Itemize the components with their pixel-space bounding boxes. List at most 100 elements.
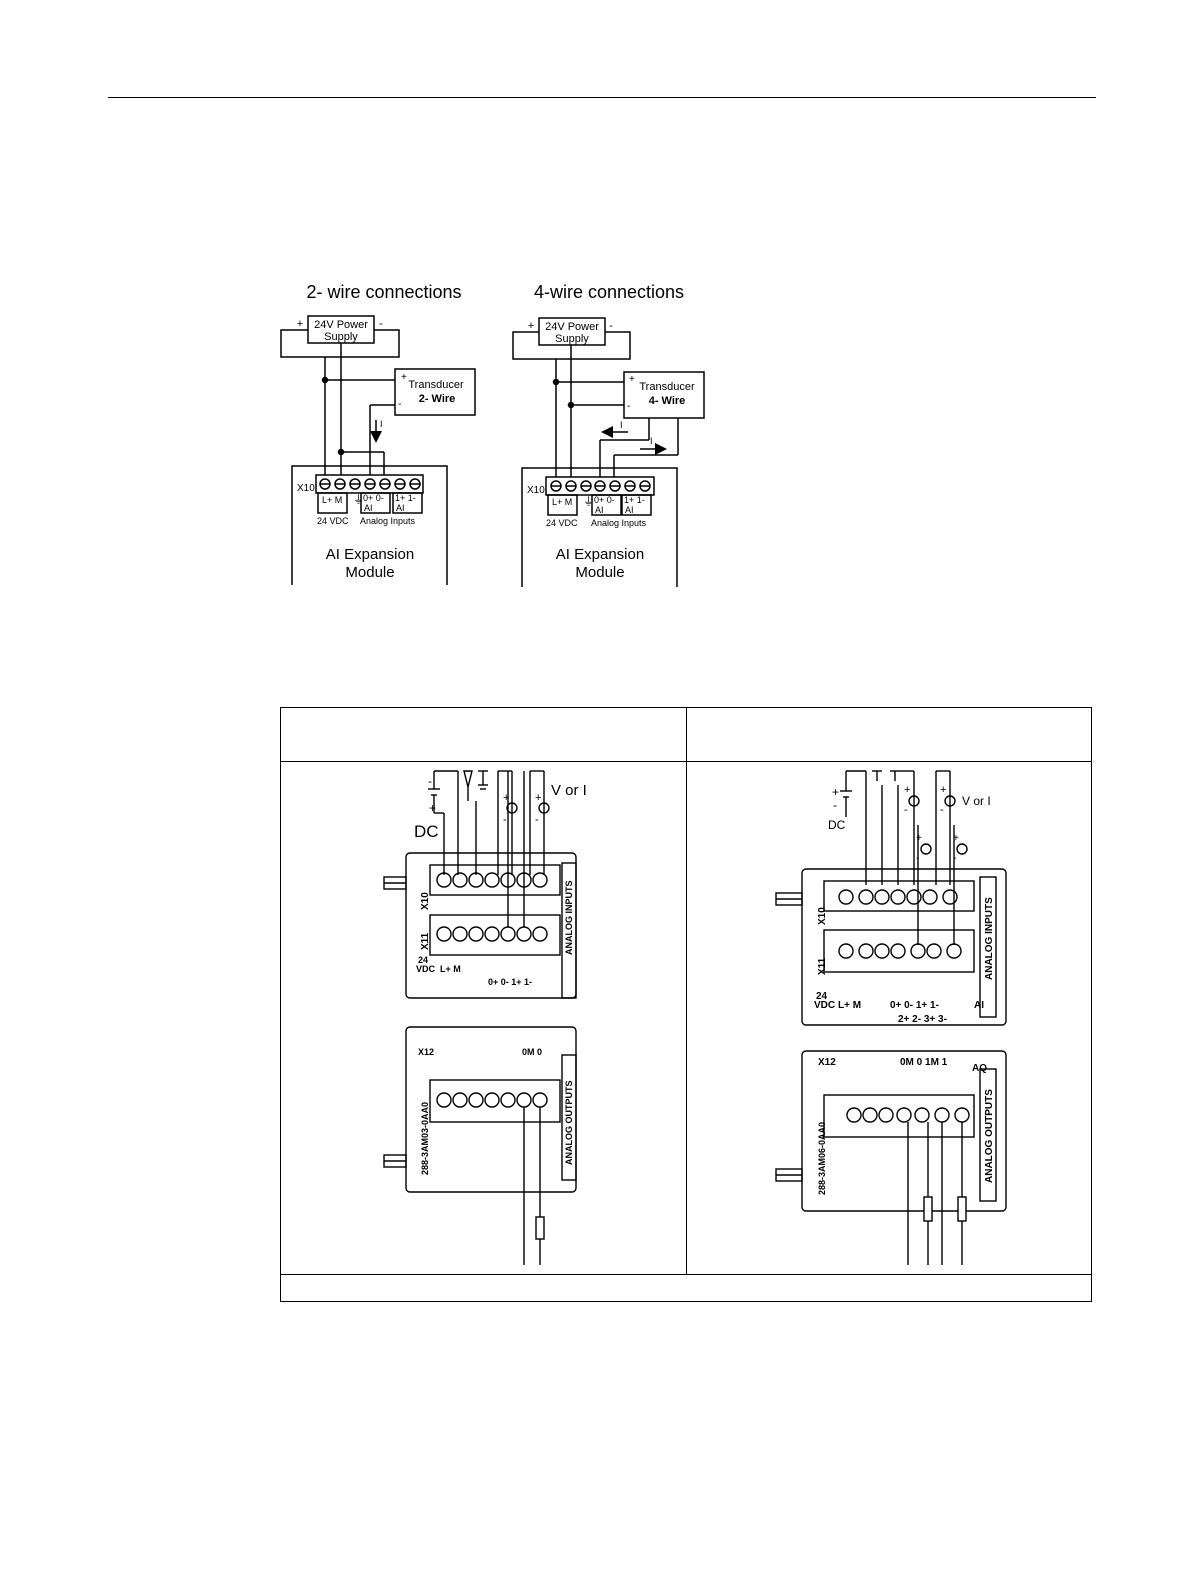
svg-text:I: I xyxy=(380,419,383,429)
svg-text:+: + xyxy=(503,792,509,804)
module-b-analog-inputs: ANALOG INPUTS xyxy=(984,897,995,980)
module-b-wiring-drawing: + - DC + - + - V or I + - + - xyxy=(775,770,1007,1265)
svg-text:-: - xyxy=(609,320,613,332)
left-supply-line2: Supply xyxy=(324,331,358,343)
svg-text:+: + xyxy=(401,372,407,383)
svg-text:24 VDC: 24 VDC xyxy=(317,516,349,526)
left-module-line1: AI Expansion xyxy=(326,546,414,563)
module-b-x12-screws xyxy=(846,1107,970,1123)
svg-text:AI Expansion: AI Expansion xyxy=(556,546,644,563)
svg-text:AI: AI xyxy=(974,1000,984,1011)
svg-text:-: - xyxy=(379,318,383,330)
module-a-analog-outputs: ANALOG OUTPUTS xyxy=(564,1081,574,1166)
svg-text:L+ M: L+ M xyxy=(552,497,572,507)
svg-text:X10: X10 xyxy=(527,485,545,496)
module-b-analog-outputs: ANALOG OUTPUTS xyxy=(984,1089,995,1183)
svg-text:X11: X11 xyxy=(817,957,828,975)
left-module-line2: Module xyxy=(345,564,394,581)
module-b-v-or-i: V or I xyxy=(962,794,991,808)
svg-text:+: + xyxy=(940,784,946,796)
module-a-wiring-drawing: - + DC + - + - V or I xyxy=(383,770,587,1265)
svg-text:AI: AI xyxy=(364,503,373,513)
svg-text:⏚: ⏚ xyxy=(583,495,594,508)
left-transducer-line2: 2- Wire xyxy=(419,393,456,405)
svg-text:Transducer: Transducer xyxy=(639,381,695,393)
module-a-dc-label: DC xyxy=(414,822,439,841)
svg-text:AI: AI xyxy=(396,503,405,513)
svg-text:+: + xyxy=(832,785,839,799)
svg-text:AI: AI xyxy=(625,505,634,515)
svg-text:0M 0 1M 1: 0M 0 1M 1 xyxy=(900,1057,948,1068)
svg-text:+: + xyxy=(953,833,959,844)
module-a-v-or-i: V or I xyxy=(551,782,587,799)
wiring-diagram-figure: 2- wire connections 24V Power Supply + -… xyxy=(280,282,705,587)
svg-text:X11: X11 xyxy=(420,932,431,950)
svg-text:X12: X12 xyxy=(818,1057,836,1068)
svg-text:+: + xyxy=(535,792,541,804)
svg-text:-: - xyxy=(503,814,507,826)
svg-text:-: - xyxy=(535,814,539,826)
svg-text:-: - xyxy=(398,399,401,410)
svg-text:1+ 1-: 1+ 1- xyxy=(624,495,645,505)
svg-text:X10: X10 xyxy=(817,907,828,925)
svg-text:Analog Inputs: Analog Inputs xyxy=(360,516,416,526)
two-wire-title: 2- wire connections xyxy=(306,282,461,302)
module-a-x11-screws xyxy=(436,926,548,942)
right-terminal-screws xyxy=(550,480,651,492)
page-header-rule xyxy=(108,97,1096,98)
left-transducer-line1: Transducer xyxy=(408,379,464,391)
svg-text:VDC: VDC xyxy=(416,964,436,974)
svg-text:24V Power: 24V Power xyxy=(545,321,599,333)
svg-text:0+ 0-: 0+ 0- xyxy=(363,493,384,503)
module-a-x12-screws xyxy=(436,1092,548,1108)
table-header-divider xyxy=(280,761,1092,762)
svg-text:-: - xyxy=(627,401,630,412)
svg-text:-: - xyxy=(940,804,944,816)
svg-text:-: - xyxy=(428,774,432,788)
table-footer-divider xyxy=(280,1274,1092,1275)
svg-text:-: - xyxy=(953,853,956,864)
svg-text:X12: X12 xyxy=(418,1047,434,1057)
svg-text:24: 24 xyxy=(418,955,428,965)
svg-text:I: I xyxy=(650,436,653,446)
svg-text:1+ 1-: 1+ 1- xyxy=(395,493,416,503)
module-b-x11-screws xyxy=(838,943,962,959)
svg-text:X10: X10 xyxy=(297,483,315,494)
svg-text:0+ 0- 1+ 1-: 0+ 0- 1+ 1- xyxy=(488,977,532,987)
four-wire-diagram: 4-wire connections 24V Power Supply + - … xyxy=(512,282,705,587)
svg-text:AI: AI xyxy=(595,505,604,515)
svg-text:+: + xyxy=(297,318,303,330)
svg-text:0M 0: 0M 0 xyxy=(522,1047,542,1057)
module-b-dc-label: DC xyxy=(828,818,846,832)
svg-text:L+ M: L+ M xyxy=(838,1000,861,1011)
svg-text:2+ 2- 3+ 3-: 2+ 2- 3+ 3- xyxy=(898,1014,947,1025)
svg-text:AQ: AQ xyxy=(972,1063,987,1074)
svg-text:I: I xyxy=(620,420,623,430)
svg-text:24 VDC: 24 VDC xyxy=(546,518,578,528)
svg-text:+: + xyxy=(916,833,922,844)
svg-text:+: + xyxy=(904,784,910,796)
module-b-x10-screws xyxy=(838,889,958,905)
svg-text:+: + xyxy=(429,801,436,815)
svg-text:24: 24 xyxy=(816,991,828,1002)
table-header-left xyxy=(281,712,686,756)
svg-text:L+ M: L+ M xyxy=(440,964,461,974)
four-wire-title: 4-wire connections xyxy=(534,282,684,302)
svg-text:Analog Inputs: Analog Inputs xyxy=(591,518,647,528)
svg-text:X10: X10 xyxy=(420,892,431,910)
table-footer xyxy=(281,1276,1091,1300)
svg-text:0+ 0-: 0+ 0- xyxy=(594,495,615,505)
svg-text:⏚: ⏚ xyxy=(353,493,364,506)
svg-text:-: - xyxy=(833,798,837,812)
table-header-right xyxy=(687,712,1091,756)
left-supply-line1: 24V Power xyxy=(314,319,368,331)
module-a-part-number: 288-3AM03-0AA0 xyxy=(420,1102,430,1175)
svg-text:Module: Module xyxy=(575,564,624,581)
svg-text:Supply: Supply xyxy=(555,333,589,345)
svg-text:L+ M: L+ M xyxy=(322,495,342,505)
svg-text:-: - xyxy=(904,804,908,816)
svg-text:+: + xyxy=(629,374,635,385)
left-terminal-screws xyxy=(319,478,421,490)
module-b-part-number: 288-3AM06-0AA0 xyxy=(817,1122,827,1195)
two-wire-diagram: 2- wire connections 24V Power Supply + -… xyxy=(280,282,476,585)
